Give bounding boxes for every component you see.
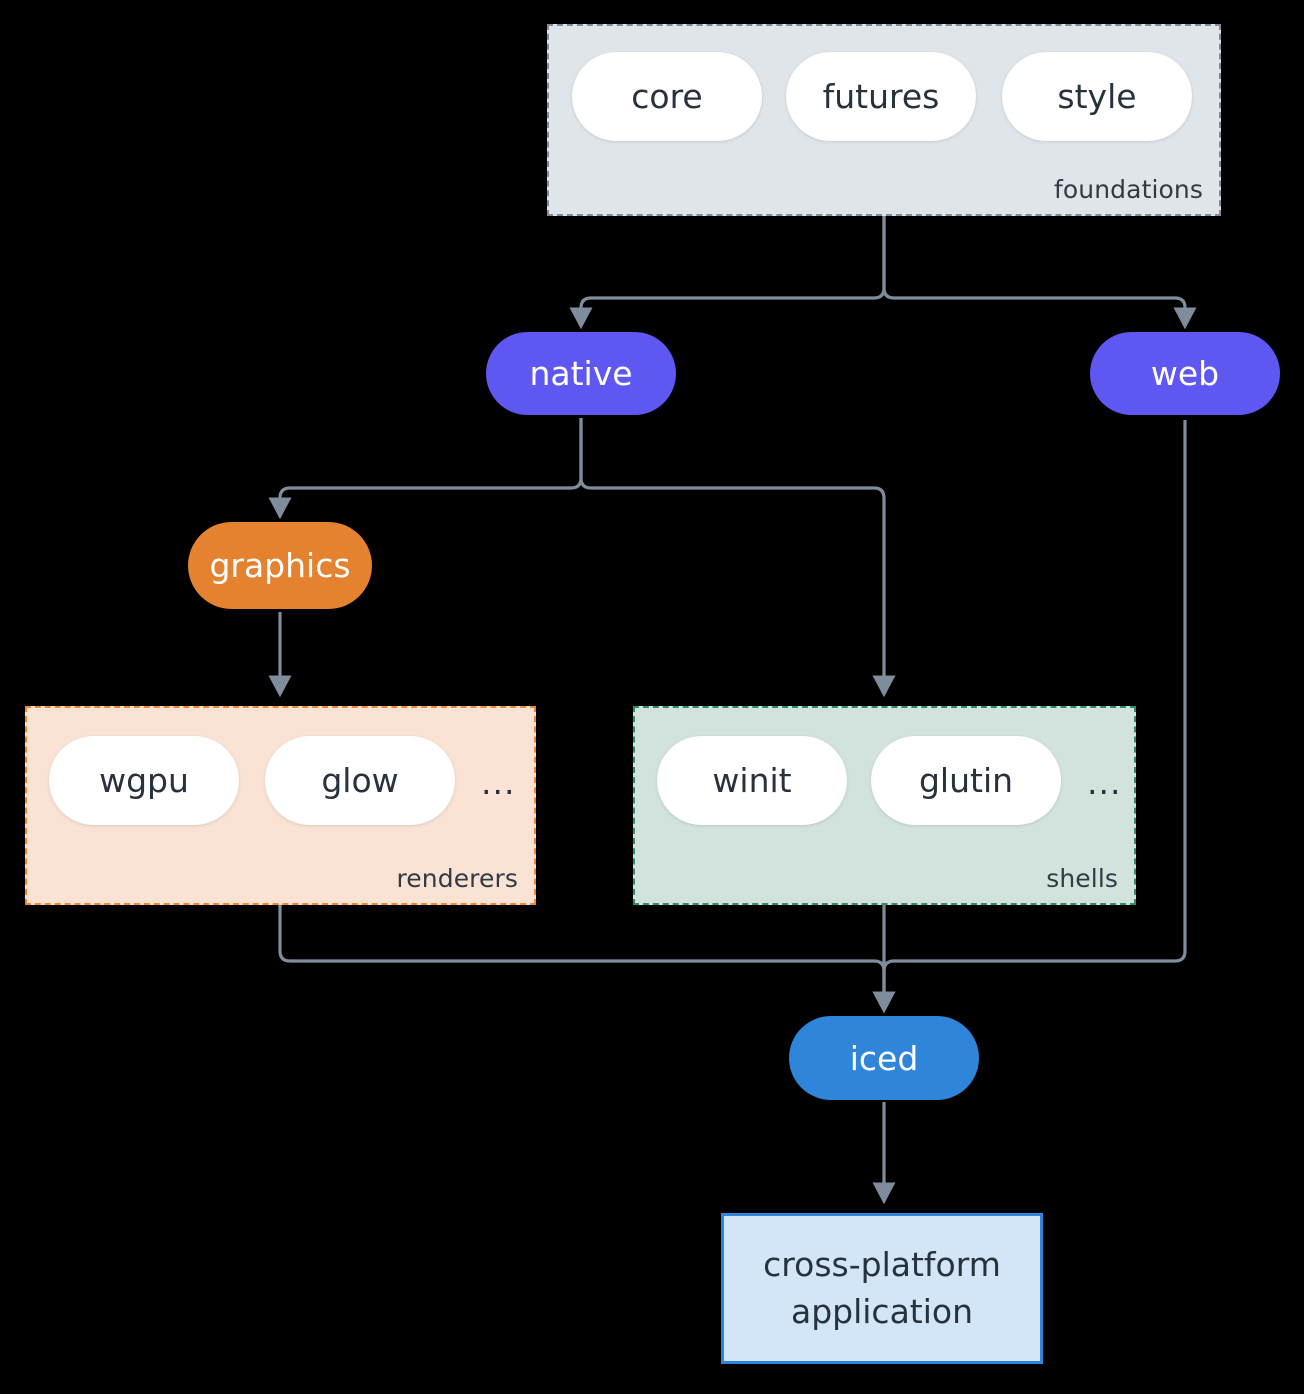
application-line-2: application	[790, 1291, 974, 1331]
node-cross-platform-application[interactable]: cross-platform application	[721, 1213, 1043, 1364]
node-glutin[interactable]: glutin	[871, 736, 1061, 825]
edge-renderers-iced	[278, 905, 896, 1014]
node-web[interactable]: web	[1090, 332, 1280, 415]
renderers-more-ellipsis: ...	[481, 763, 516, 802]
node-core[interactable]: core	[572, 52, 762, 141]
node-wgpu[interactable]: wgpu	[49, 736, 239, 825]
node-iced[interactable]: iced	[789, 1016, 979, 1100]
node-glow[interactable]: glow	[265, 736, 455, 825]
node-winit[interactable]: winit	[657, 736, 847, 825]
node-futures[interactable]: futures	[786, 52, 976, 141]
edge-foundations-web	[882, 216, 1197, 330]
edge-native-graphics	[268, 418, 583, 520]
cluster-shells-label: shells	[1046, 864, 1118, 893]
node-native[interactable]: native	[486, 332, 676, 415]
cluster-foundations-label: foundations	[1054, 175, 1203, 204]
application-line-1: cross-platform	[763, 1244, 1001, 1284]
edge-foundations-native	[569, 216, 886, 330]
cluster-renderers-label: renderers	[396, 864, 518, 893]
edge-native-shells	[579, 418, 896, 698]
shells-more-ellipsis: ...	[1087, 763, 1122, 802]
node-graphics[interactable]: graphics	[188, 522, 372, 609]
node-style[interactable]: style	[1002, 52, 1192, 141]
